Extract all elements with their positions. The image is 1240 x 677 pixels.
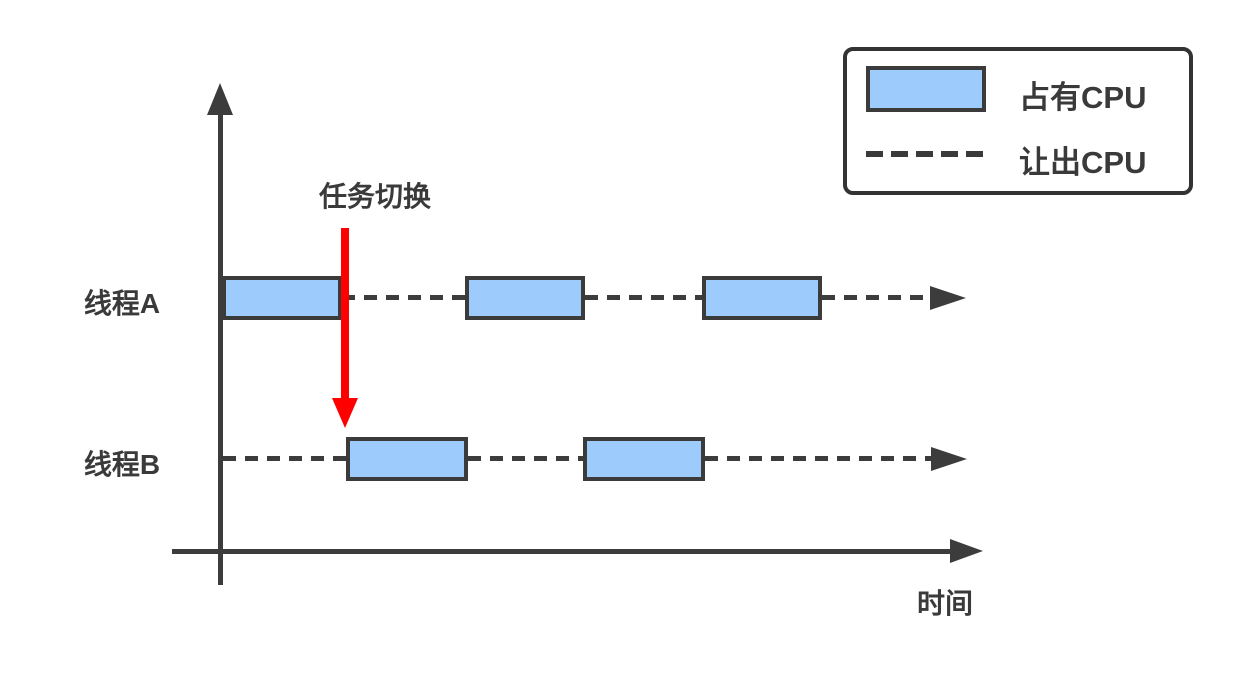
row-arrowhead-icon — [930, 286, 966, 310]
row-label: 线程A — [83, 288, 161, 319]
legend-dashed-line-swatch — [866, 151, 985, 157]
task-switch-arrowhead-icon — [332, 398, 358, 428]
cpu-occupied-bar — [583, 437, 705, 481]
task-switch-label: 任务切换 — [318, 181, 431, 212]
legend: 占有CPU 让出CPU — [843, 47, 1193, 195]
x-axis-label: 时间 — [916, 588, 973, 619]
cpu-yield-dashed-line — [705, 456, 931, 461]
cpu-yield-dashed-line — [342, 295, 465, 300]
y-axis-line — [218, 100, 223, 585]
cpu-occupied-bar — [222, 276, 342, 320]
legend-label-occupy-cpu: 占有CPU — [1019, 80, 1147, 115]
cpu-occupied-bar — [465, 276, 585, 320]
legend-label-yield-cpu: 让出CPU — [1019, 145, 1147, 180]
cpu-occupied-bar — [346, 437, 468, 481]
cpu-yield-dashed-line — [585, 295, 702, 300]
legend-cpu-bar-swatch — [866, 66, 986, 112]
cpu-yield-dashed-line — [468, 456, 583, 461]
cpu-yield-dashed-line — [822, 295, 930, 300]
row-label: 线程B — [83, 449, 161, 480]
row-arrowhead-icon — [931, 447, 967, 471]
cpu-yield-dashed-line — [223, 456, 346, 461]
x-axis-arrowhead-icon — [950, 539, 983, 563]
cpu-occupied-bar — [702, 276, 822, 320]
task-switch-arrow-shaft — [341, 228, 349, 400]
x-axis-line — [172, 549, 952, 554]
y-axis-arrowhead-icon — [207, 83, 233, 115]
